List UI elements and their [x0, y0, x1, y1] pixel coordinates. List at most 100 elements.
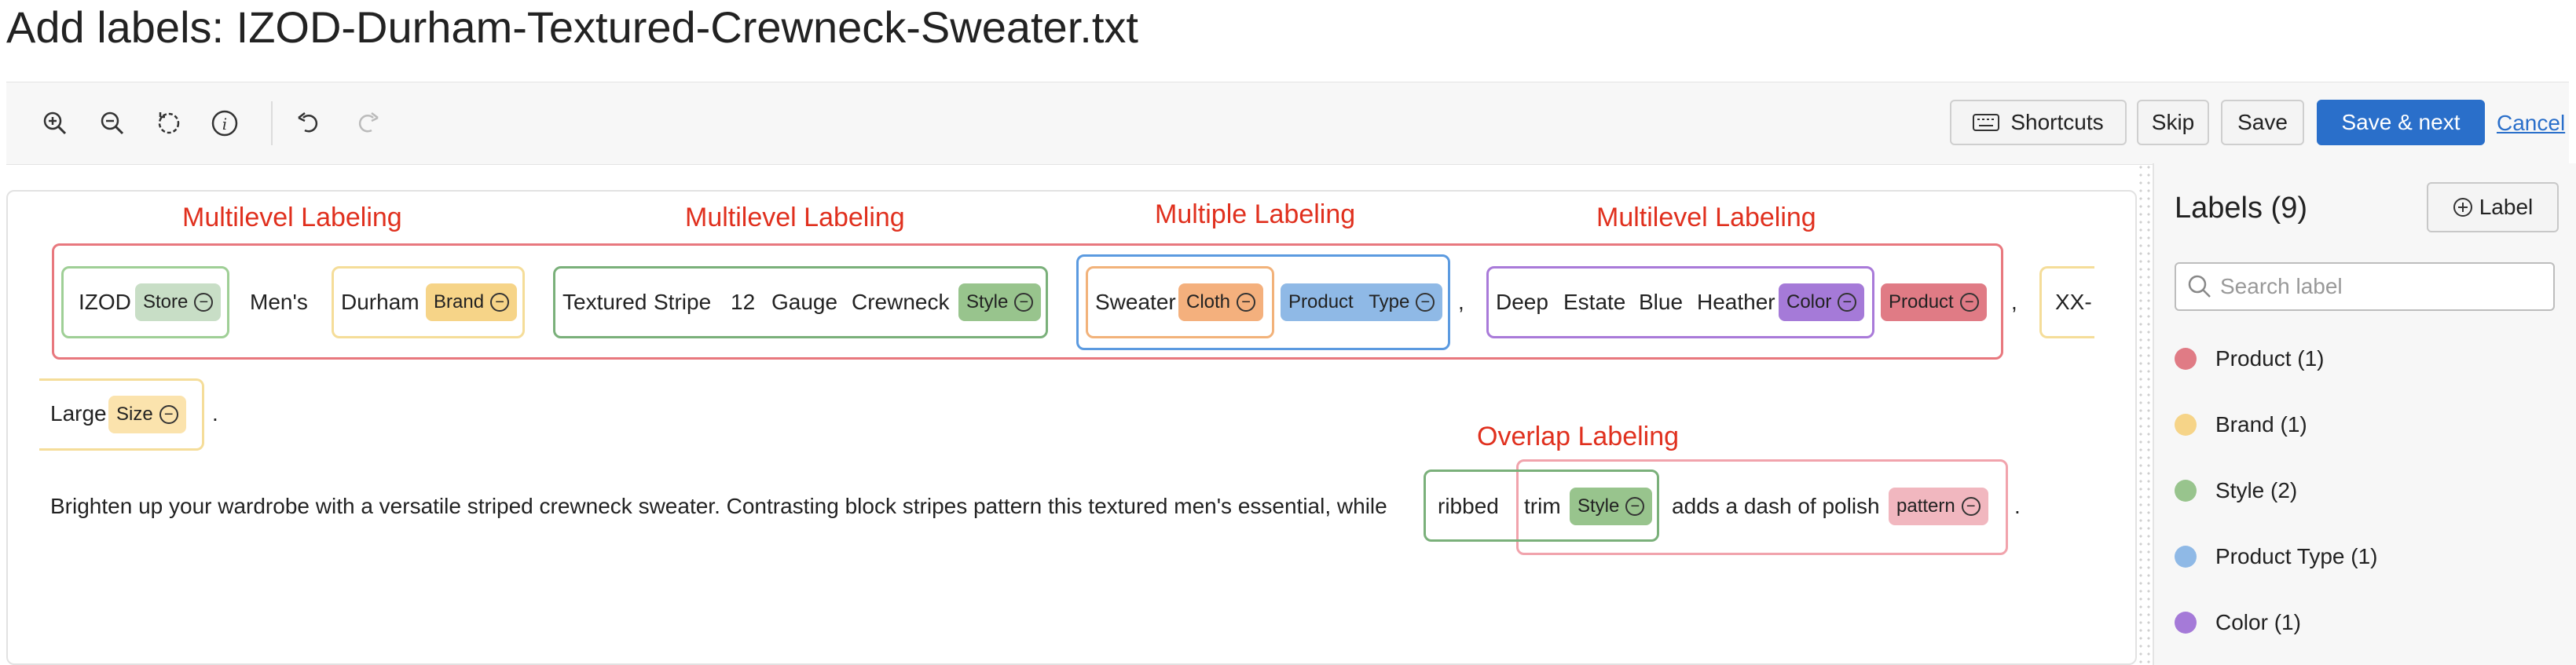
remove-label-icon[interactable]: − — [1838, 293, 1857, 312]
labeling-canvas — [6, 190, 2137, 665]
entity-size-start[interactable] — [2039, 266, 2094, 338]
token: , — [2011, 290, 2017, 314]
labels-sidebar: Labels (9) Label Product (1) Brand (1) S… — [2153, 163, 2576, 665]
entity-style[interactable] — [553, 266, 1048, 338]
token: 12 — [731, 290, 756, 314]
token: XX- — [2055, 290, 2092, 314]
label-chip-product[interactable]: Product− — [1881, 283, 1987, 321]
sidebar-label-item[interactable]: Product (1) — [2175, 343, 2325, 375]
label-chip-style[interactable]: Style− — [1570, 488, 1653, 525]
skip-button[interactable]: Skip — [2137, 100, 2209, 145]
remove-label-icon[interactable]: − — [1625, 497, 1645, 516]
label-color-dot — [2175, 480, 2197, 502]
sidebar-label-item[interactable]: Color (1) — [2175, 607, 2301, 638]
remove-label-icon[interactable]: − — [1237, 293, 1256, 312]
chip-label: Style — [966, 291, 1009, 312]
token: IZOD — [79, 290, 131, 314]
plus-circle-icon — [2453, 197, 2473, 217]
entity-cloth[interactable] — [1086, 266, 1274, 338]
token: ribbed — [1438, 494, 1499, 518]
undo-icon[interactable] — [293, 108, 324, 139]
label-color-dot — [2175, 546, 2197, 568]
label-name: Product Type (1) — [2215, 544, 2378, 568]
annotation-overlap: Overlap Labeling — [1477, 422, 1680, 451]
canvas-gutter — [2137, 163, 2153, 665]
toolbar-separator — [271, 101, 273, 145]
label-chip-pattern[interactable]: pattern− — [1889, 488, 1988, 525]
info-icon[interactable]: i — [209, 108, 240, 139]
label-color-dot — [2175, 612, 2197, 634]
label-chip-store[interactable]: Store− — [135, 283, 222, 321]
label-chip-brand[interactable]: Brand− — [426, 283, 518, 321]
entity-style-trim[interactable] — [1424, 470, 1659, 542]
redo-icon[interactable] — [352, 108, 383, 139]
token: Men's — [250, 290, 308, 314]
toolbar: i Shortcuts Skip Save Save & next Cancel — [6, 82, 2569, 165]
entity-pattern[interactable] — [1516, 459, 2008, 555]
remove-label-icon[interactable]: − — [490, 293, 510, 312]
remove-label-icon[interactable]: − — [1959, 293, 1979, 312]
token: Heather — [1697, 290, 1775, 314]
chip-label: Product — [1889, 291, 1954, 312]
token: Blue — [1639, 290, 1684, 314]
entity-store[interactable] — [61, 266, 229, 338]
search-label-input[interactable] — [2219, 273, 2536, 300]
label-name: Color (1) — [2215, 610, 2301, 634]
label-chip-style[interactable]: Style− — [958, 283, 1042, 321]
token: Crewneck — [852, 290, 950, 314]
shortcuts-button[interactable]: Shortcuts — [1950, 100, 2127, 145]
reset-zoom-icon[interactable] — [153, 108, 185, 139]
cancel-link[interactable]: Cancel — [2497, 111, 2566, 135]
chip-label: Size — [116, 404, 153, 425]
remove-label-icon[interactable]: − — [1014, 293, 1034, 312]
label-chip-size[interactable]: Size− — [108, 396, 186, 433]
search-label-field[interactable] — [2175, 262, 2555, 311]
chip-label: Brand — [434, 291, 485, 312]
keyboard-icon — [1973, 114, 2000, 131]
label-chip-cloth[interactable]: Cloth− — [1178, 283, 1264, 321]
labels-title: Labels (9) — [2175, 192, 2307, 225]
text-sentence: Brighten up your wardrobe with a versati… — [50, 494, 1387, 518]
entity-color[interactable] — [1486, 266, 1874, 338]
annotation-multilevel-3: Multilevel Labeling — [1596, 203, 1816, 232]
entity-brand[interactable] — [332, 266, 525, 338]
token: Textured — [562, 290, 647, 314]
svg-text:i: i — [222, 115, 227, 133]
sidebar-label-item[interactable]: Product Type (1) — [2175, 541, 2377, 572]
add-label-button[interactable]: Label — [2427, 182, 2559, 232]
save-next-button[interactable]: Save & next — [2317, 100, 2485, 145]
zoom-out-icon[interactable] — [97, 108, 128, 139]
chip-label: Color — [1786, 291, 1832, 312]
zoom-in-icon[interactable] — [39, 108, 71, 139]
remove-label-icon[interactable]: − — [1416, 293, 1435, 312]
token: Large — [50, 401, 107, 426]
sidebar-label-item[interactable]: Style (2) — [2175, 475, 2297, 506]
token: Sweater — [1095, 290, 1176, 314]
sidebar-label-item[interactable]: Brand (1) — [2175, 409, 2307, 440]
shortcuts-label: Shortcuts — [2010, 110, 2104, 134]
label-chip-product-type[interactable]: Product Type− — [1281, 283, 1443, 321]
remove-label-icon[interactable]: − — [194, 293, 214, 312]
label-chip-color[interactable]: Color− — [1779, 283, 1865, 321]
annotation-multiple: Multiple Labeling — [1155, 199, 1356, 229]
token: Stripe — [654, 290, 712, 314]
token: Deep — [1496, 290, 1548, 314]
label-name: Style (2) — [2215, 478, 2298, 502]
multilevel-group-outline — [52, 243, 2003, 360]
token: adds a dash of polish — [1672, 494, 1880, 518]
remove-label-icon[interactable]: − — [1961, 497, 1981, 516]
token: . — [212, 401, 218, 426]
chip-label: pattern — [1896, 495, 1955, 517]
chip-label: Store — [143, 291, 189, 312]
label-name: Brand (1) — [2215, 412, 2307, 437]
annotation-multilevel-1: Multilevel Labeling — [182, 203, 402, 232]
annotation-multilevel-2: Multilevel Labeling — [685, 203, 905, 232]
chip-label: Style — [1577, 495, 1620, 517]
token: Durham — [341, 290, 420, 314]
label-color-dot — [2175, 348, 2197, 370]
remove-label-icon[interactable]: − — [159, 405, 178, 424]
entity-size-end[interactable] — [39, 378, 204, 451]
save-button[interactable]: Save — [2221, 100, 2304, 145]
chip-label: Product Type — [1288, 291, 1410, 312]
token: trim — [1524, 494, 1561, 518]
